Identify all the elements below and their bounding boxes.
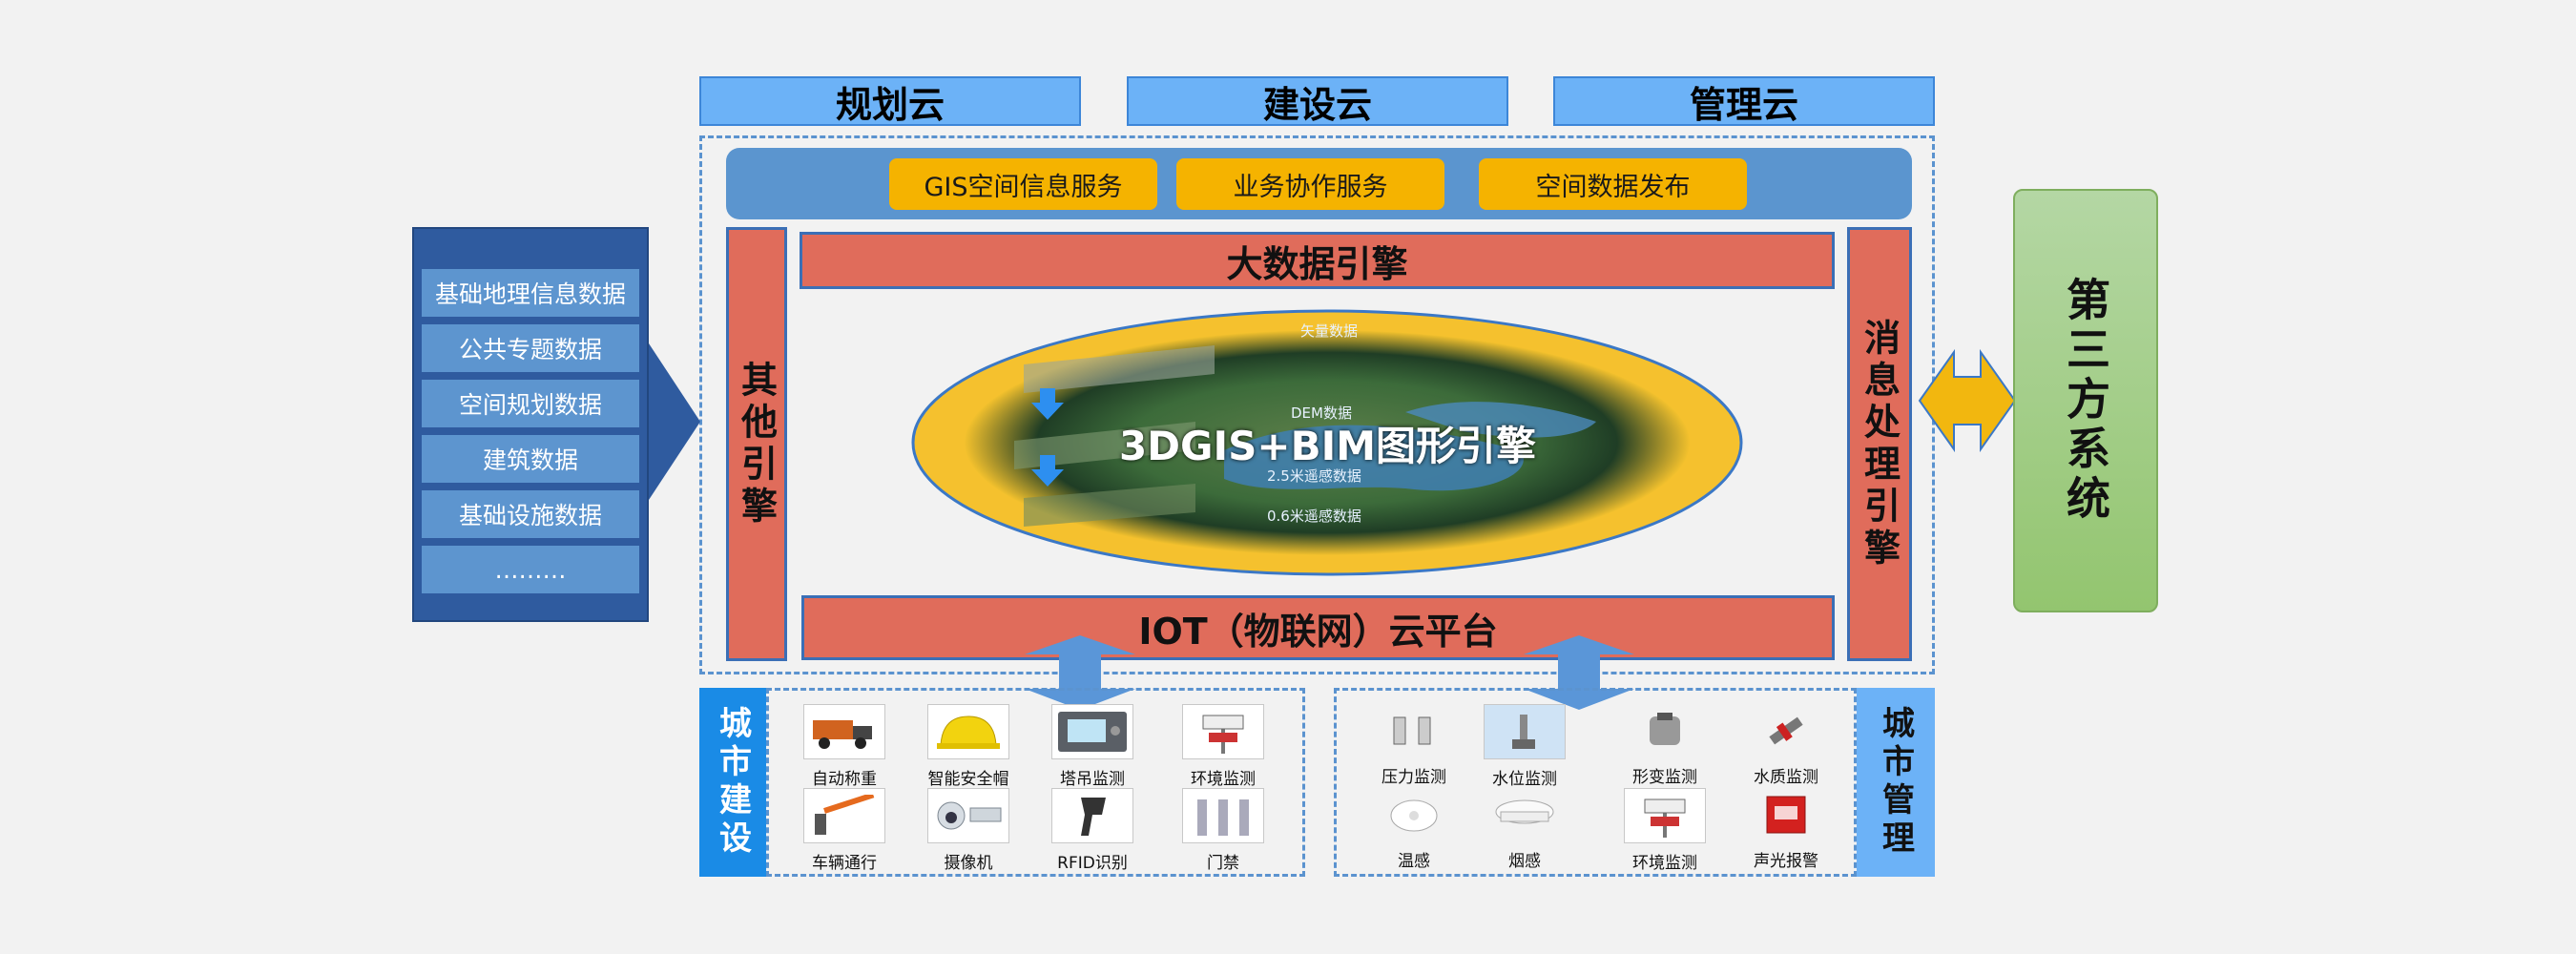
map-label-dem: DEM数据 xyxy=(1291,404,1352,422)
management-devices xyxy=(1334,688,1857,877)
sensor-station-icon xyxy=(1624,788,1706,843)
smoke-detector-icon xyxy=(1485,788,1565,841)
heat-detector-icon xyxy=(1374,788,1454,841)
service-publishing: 空间数据发布 xyxy=(1479,158,1747,210)
graphics-engine: 矢量数据 DEM数据 2.5米遥感数据 0.6米遥感数据 3DGIS+BIM图形… xyxy=(909,307,1746,578)
device-water-quality-monitoring: 水质监测 xyxy=(1738,704,1834,787)
city-management-tag: 城市管理 xyxy=(1857,688,1935,877)
third-party-label: 第三方系统 xyxy=(2060,277,2111,525)
service-collaboration: 业务协作服务 xyxy=(1176,158,1444,210)
data-source-item: 基础设施数据 xyxy=(422,490,639,538)
city-construction-tag: 城市建设 xyxy=(699,688,766,877)
cloud-planning: 规划云 xyxy=(699,76,1081,126)
map-label-vector: 矢量数据 xyxy=(1300,322,1359,340)
water-quality-icon xyxy=(1746,704,1826,757)
alarm-icon xyxy=(1746,788,1826,841)
scanner-icon xyxy=(1051,788,1133,843)
device-rfid: RFID识别 xyxy=(1045,788,1140,873)
data-source-item: 建筑数据 xyxy=(422,435,639,483)
data-source-item: 公共专题数据 xyxy=(422,324,639,372)
device-environment-monitoring: 环境监测 xyxy=(1175,704,1271,789)
cloud-construction: 建设云 xyxy=(1127,76,1508,126)
other-engine: 其他引擎 xyxy=(726,227,787,661)
device-crane-monitoring: 塔吊监测 xyxy=(1045,704,1140,789)
third-party-system: 第三方系统 xyxy=(2013,189,2158,612)
third-party-arrow xyxy=(1918,348,2017,453)
big-data-engine: 大数据引擎 xyxy=(800,232,1835,289)
device-water-level-monitoring: 水位监测 xyxy=(1477,704,1572,789)
device-access-control: 门禁 xyxy=(1175,788,1271,873)
device-vehicle-access: 车辆通行 xyxy=(797,788,892,873)
data-source-item: 基础地理信息数据 xyxy=(422,269,639,317)
message-engine: 消息处理引擎 xyxy=(1847,227,1912,661)
device-smoke-detector: 烟感 xyxy=(1477,788,1572,871)
graphics-engine-ellipse xyxy=(911,309,1743,576)
helmet-icon xyxy=(927,704,1009,759)
device-pressure-monitoring: 压力监测 xyxy=(1366,704,1462,787)
city-management-label: 城市管理 xyxy=(1876,706,1915,859)
other-engine-label: 其他引擎 xyxy=(735,360,778,529)
city-construction-label: 城市建设 xyxy=(713,706,752,859)
camera-icon xyxy=(927,788,1009,843)
data-source-item: ……… xyxy=(422,546,639,593)
service-gis: GIS空间信息服务 xyxy=(889,158,1157,210)
construction-devices xyxy=(766,688,1305,877)
device-environment-monitoring-2: 环境监测 xyxy=(1617,788,1713,873)
pressure-sensor-icon xyxy=(1374,704,1454,757)
device-heat-detector: 温感 xyxy=(1366,788,1462,871)
truck-icon xyxy=(803,704,885,759)
monitor-icon xyxy=(1051,704,1133,759)
turnstile-icon xyxy=(1182,788,1264,843)
device-auto-weighing: 自动称重 xyxy=(797,704,892,789)
iot-arrow-left xyxy=(1025,635,1135,710)
device-sound-light-alarm: 声光报警 xyxy=(1738,788,1834,871)
deformation-sensor-icon xyxy=(1625,704,1705,757)
sensor-station-icon xyxy=(1182,704,1264,759)
map-label-06m: 0.6米遥感数据 xyxy=(1267,508,1361,525)
barrier-gate-icon xyxy=(803,788,885,843)
cloud-management: 管理云 xyxy=(1553,76,1935,126)
iot-arrow-right xyxy=(1524,635,1634,710)
device-smart-helmet: 智能安全帽 xyxy=(921,704,1016,789)
data-source-item: 空间规划数据 xyxy=(422,380,639,427)
message-engine-label: 消息处理引擎 xyxy=(1858,318,1901,570)
data-source-arrow xyxy=(649,343,700,500)
device-deformation-monitoring: 形变监测 xyxy=(1617,704,1713,787)
device-camera: 摄像机 xyxy=(921,788,1016,873)
map-label-25m: 2.5米遥感数据 xyxy=(1267,467,1361,485)
iot-platform: IOT（物联网）云平台 xyxy=(801,595,1835,660)
water-level-icon xyxy=(1484,704,1566,759)
graphics-engine-label: 3DGIS+BIM图形引擎 xyxy=(1118,423,1537,469)
